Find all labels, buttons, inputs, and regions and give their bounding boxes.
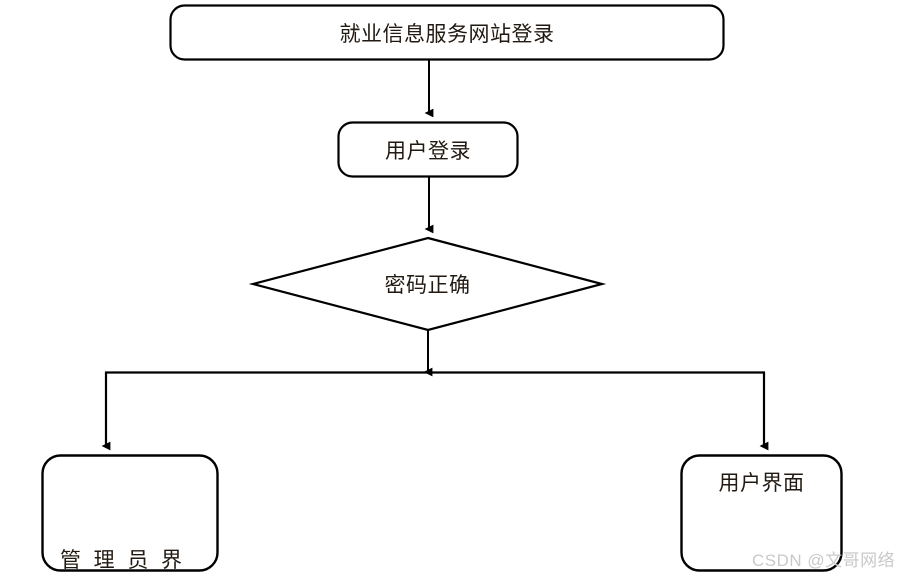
- node-admin-shape[interactable]: [41, 454, 219, 572]
- node-login-shape[interactable]: [337, 121, 519, 178]
- node-decision-shape[interactable]: [248, 236, 607, 332]
- node-user-shape[interactable]: [680, 454, 843, 572]
- node-start-shape[interactable]: [169, 4, 725, 61]
